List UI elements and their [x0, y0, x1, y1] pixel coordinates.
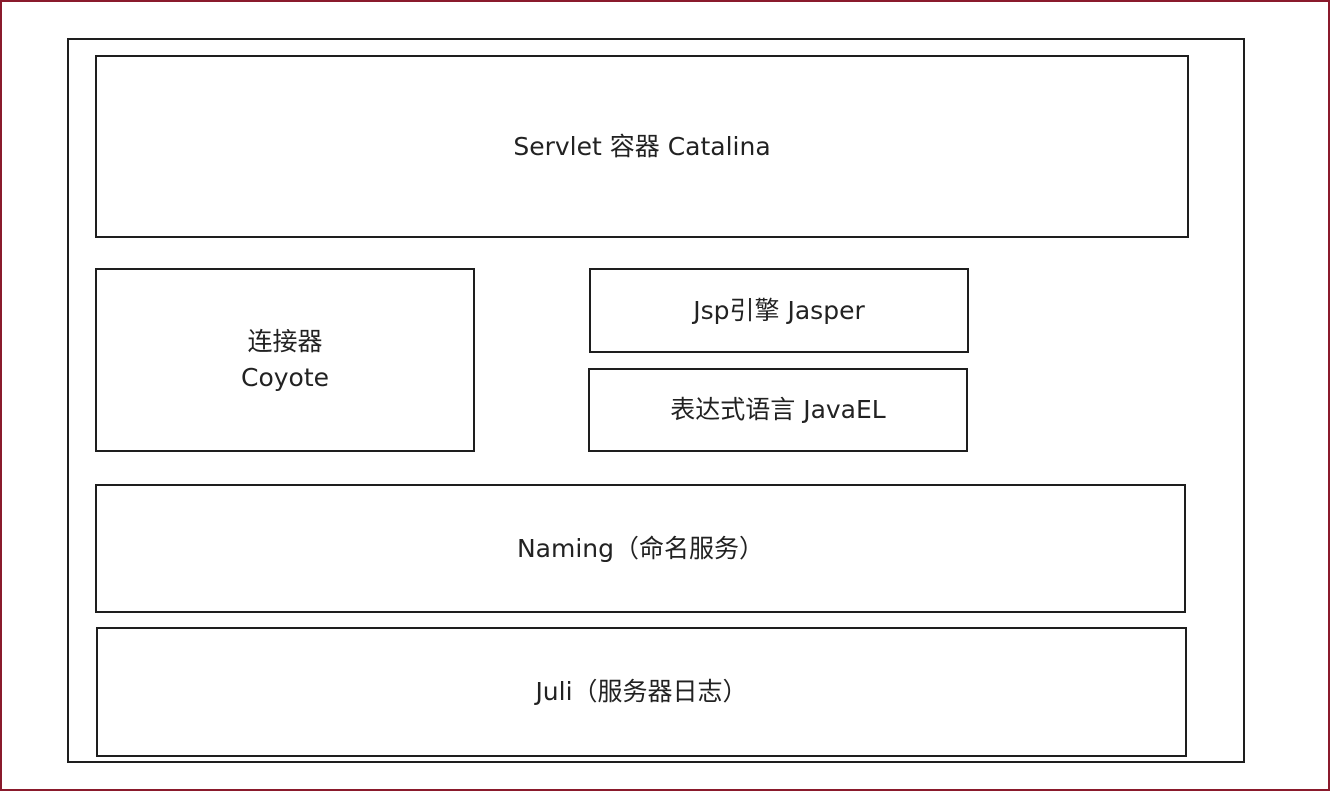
catalina-label: Servlet 容器 Catalina	[513, 131, 771, 161]
javael-expression-language-box: 表达式语言 JavaEL	[588, 368, 968, 452]
coyote-label-line2: Coyote	[240, 363, 330, 392]
tomcat-architecture-container	[67, 38, 1245, 763]
naming-label: Naming（命名服务）	[516, 533, 765, 563]
jasper-jsp-engine-box: Jsp引擎 Jasper	[589, 268, 969, 353]
javael-label: 表达式语言 JavaEL	[670, 395, 886, 424]
juli-server-log-box: Juli（服务器日志）	[96, 627, 1187, 757]
juli-label: Juli（服务器日志）	[535, 677, 748, 706]
naming-service-box: Naming（命名服务）	[95, 484, 1186, 613]
jasper-label: Jsp引擎 Jasper	[693, 295, 865, 325]
coyote-label-line1: 连接器	[247, 327, 323, 356]
coyote-connector-box: 连接器 Coyote	[95, 268, 475, 452]
catalina-servlet-container-box: Servlet 容器 Catalina	[95, 55, 1189, 238]
